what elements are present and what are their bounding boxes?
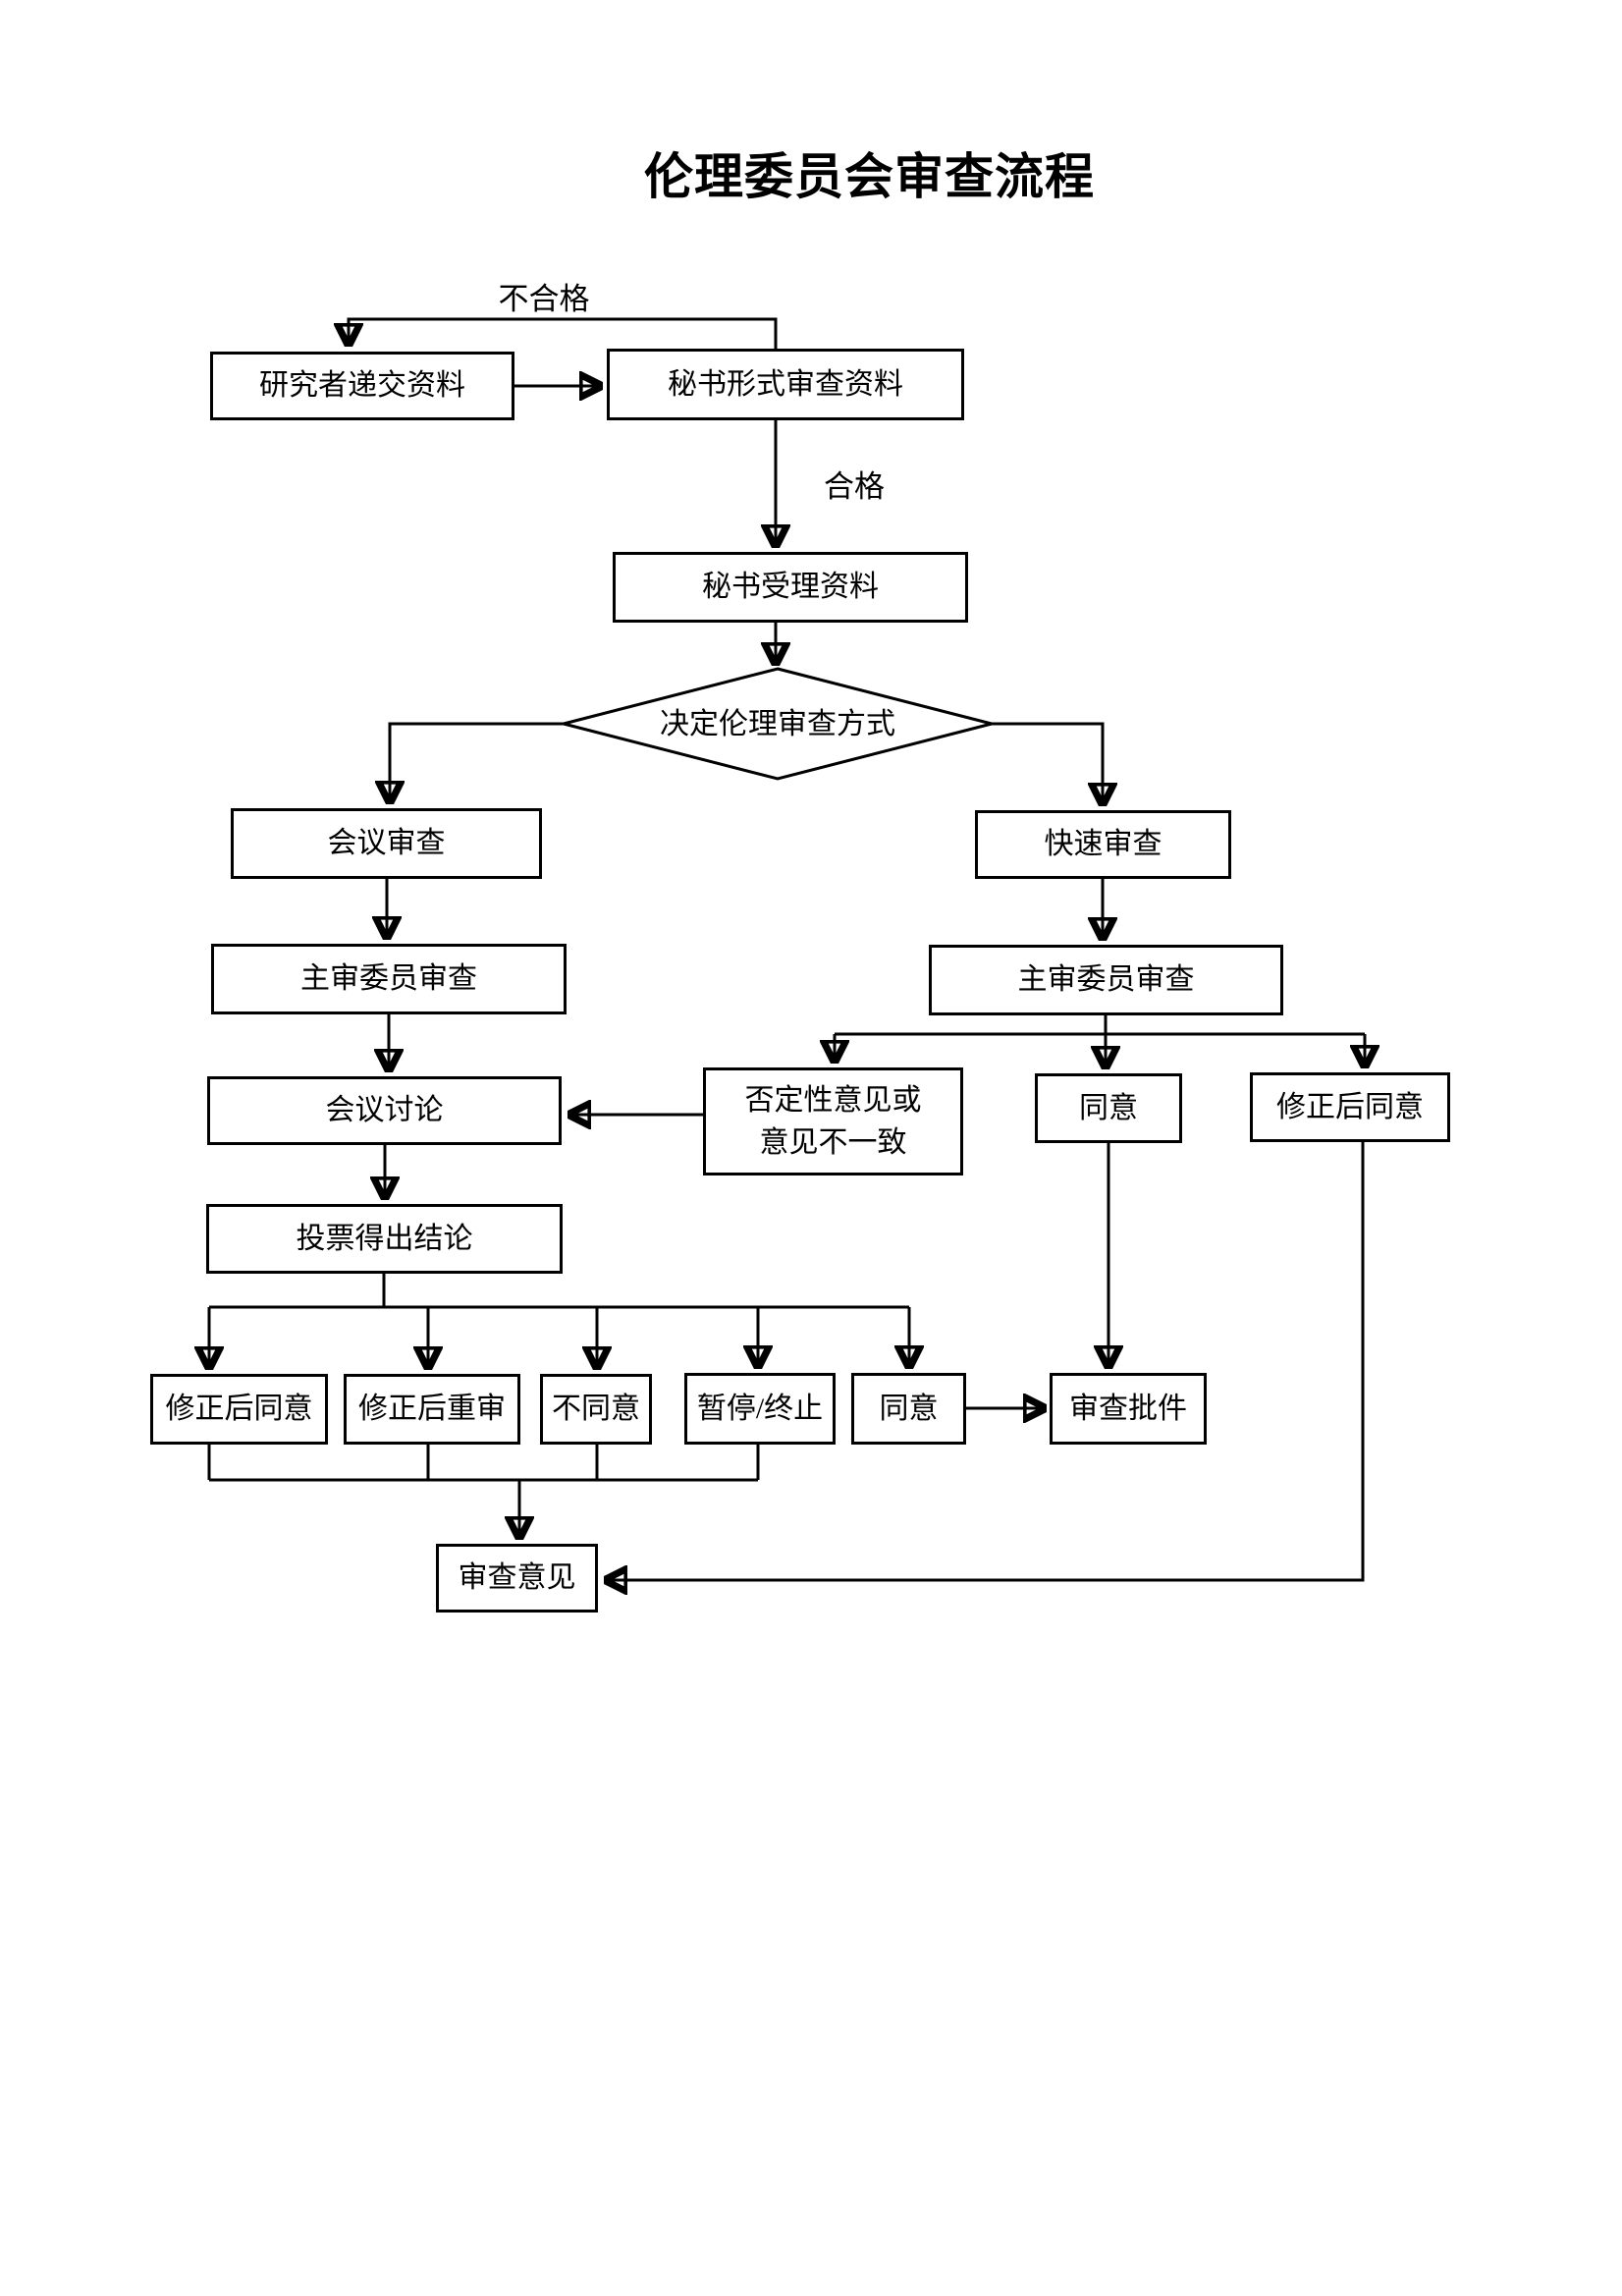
- negative-opinion-line1: 否定性意见或: [744, 1083, 922, 1117]
- node-researcher-submit: 研究者递交资料: [210, 352, 514, 420]
- connector-revised-agree-upper-to-opinion: [604, 1142, 1365, 1580]
- node-rapid-review: 快速审查: [975, 810, 1231, 879]
- node-meeting-discussion: 会议讨论: [207, 1076, 562, 1145]
- node-chief-reviewer-review-right: 主审委员审查: [929, 945, 1283, 1015]
- edge-label-qualified: 合格: [824, 469, 885, 504]
- node-revised-rereview: 修正后重审: [344, 1374, 520, 1445]
- node-revised-agree-upper: 修正后同意: [1250, 1072, 1450, 1142]
- node-agree-lower: 同意: [851, 1373, 966, 1445]
- decision-diamond: [563, 667, 993, 781]
- negative-opinion-line2: 意见不一致: [759, 1126, 907, 1159]
- node-disagree: 不同意: [540, 1374, 652, 1445]
- node-vote-conclusion: 投票得出结论: [206, 1204, 563, 1274]
- node-secretary-formal-review: 秘书形式审查资料: [607, 349, 964, 420]
- node-chief-reviewer-review-left: 主审委员审查: [211, 944, 567, 1014]
- node-negative-opinion: 否定性意见或 意见不一致: [703, 1067, 963, 1175]
- connector-unqualified-feedback: [349, 317, 778, 349]
- node-review-approval: 审查批件: [1050, 1373, 1207, 1445]
- node-decide-review-method: 决定伦理审查方式: [660, 708, 895, 740]
- edge-label-unqualified: 不合格: [498, 282, 590, 316]
- node-meeting-review: 会议审查: [231, 808, 542, 879]
- page-title: 伦理委员会审查流程: [644, 149, 1095, 204]
- connector-decision-to-rapid-review: [992, 722, 1103, 806]
- node-secretary-accept: 秘书受理资料: [613, 552, 968, 623]
- node-review-opinion: 审查意见: [436, 1544, 598, 1613]
- node-suspend-terminate: 暂停/终止: [684, 1373, 836, 1445]
- connector-decision-to-meeting-review: [390, 722, 564, 804]
- node-revised-agree-lower: 修正后同意: [150, 1374, 328, 1445]
- node-agree-upper: 同意: [1035, 1073, 1182, 1143]
